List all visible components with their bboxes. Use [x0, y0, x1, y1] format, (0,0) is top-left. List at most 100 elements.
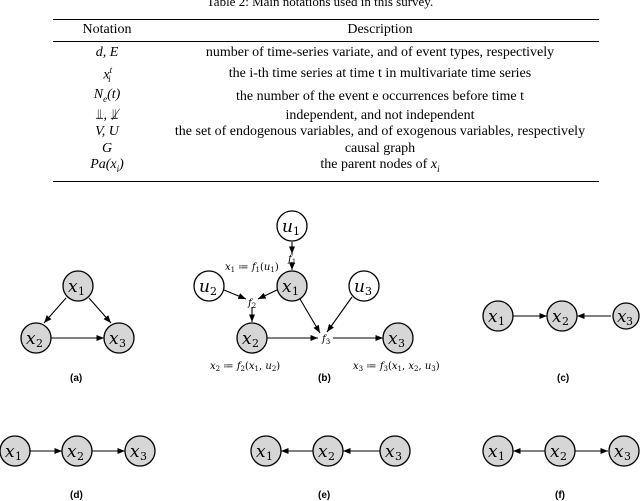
svg-text:x: x	[130, 442, 140, 462]
svg-text:x: x	[614, 442, 624, 462]
sublabel-a: (a)	[70, 373, 82, 384]
svg-text:x: x	[256, 442, 266, 462]
svg-text:1: 1	[292, 285, 299, 298]
svg-text:3: 3	[119, 337, 126, 350]
svg-text:u: u	[354, 277, 365, 297]
svg-text:x: x	[552, 307, 562, 327]
table-caption: Table 2: Main notations used in this sur…	[206, 0, 434, 9]
svg-text:x: x	[109, 329, 119, 349]
table-row: Ne(t) the number of the event e occurren…	[53, 87, 599, 107]
svg-text:x: x	[26, 329, 36, 349]
table-row: xti the i-th time series at time t in mu…	[53, 62, 599, 88]
svg-text:2: 2	[560, 450, 567, 463]
svg-text:3: 3	[395, 450, 402, 463]
svg-text:x: x	[617, 307, 627, 327]
equation-x1: x1 ≔ f1(u1)	[225, 262, 279, 274]
sublabel-f: (f)	[555, 490, 565, 501]
svg-text:x: x	[67, 442, 77, 462]
description-cell: the parent nodes of xi	[320, 157, 440, 175]
table-row: G causal graph	[53, 141, 599, 158]
svg-text:2: 2	[252, 337, 259, 350]
f1-label: f1	[287, 254, 296, 266]
header-description: Description	[347, 22, 413, 37]
svg-text:x: x	[5, 442, 15, 462]
svg-text:1: 1	[15, 450, 22, 463]
f2-label: f2	[247, 298, 256, 310]
sublabel-d: (d)	[70, 490, 83, 501]
table-row: ⫫, ⫫̸ independent, and not independent	[53, 108, 599, 125]
header-notation: Notation	[82, 22, 132, 37]
svg-text:3: 3	[624, 450, 631, 463]
svg-text:3: 3	[140, 450, 147, 463]
description-cell: the i-th time series at time t in multiv…	[228, 66, 532, 82]
svg-text:3: 3	[626, 315, 633, 328]
description-cell: causal graph	[344, 140, 416, 156]
svg-text:x: x	[550, 442, 560, 462]
notation-cell: Ne(t)	[93, 87, 121, 105]
svg-text:x: x	[488, 442, 498, 462]
edge-x1-x2	[43, 297, 67, 324]
description-cell: independent, and not independent	[285, 107, 475, 123]
sublabel-e: (e)	[318, 490, 330, 501]
svg-text:2: 2	[36, 337, 43, 350]
svg-text:3: 3	[365, 285, 372, 298]
svg-text:2: 2	[328, 450, 335, 463]
equation-x3: x3 ≔ f3(x1, x2, u3)	[353, 361, 440, 373]
notation-cell: Pa(xi)	[90, 157, 124, 175]
svg-text:u: u	[282, 217, 293, 237]
notation-cell: ⫫, ⫫̸	[95, 107, 119, 123]
notation-cell: V, U	[95, 124, 119, 140]
svg-text:x: x	[242, 329, 252, 349]
svg-text:1: 1	[266, 450, 273, 463]
svg-text:x: x	[388, 329, 398, 349]
notation-cell: G	[101, 140, 113, 156]
svg-text:x: x	[68, 277, 78, 297]
svg-text:x: x	[318, 442, 328, 462]
edge-x1-x3	[88, 297, 112, 324]
f3-label: f3	[321, 334, 330, 346]
svg-text:x: x	[282, 277, 292, 297]
table-row: Pa(xi) the parent nodes of xi	[53, 157, 599, 182]
description-cell: the number of the event e occurrences be…	[235, 89, 525, 105]
table-row: d, E number of time-series variate, and …	[53, 42, 599, 62]
svg-text:2: 2	[77, 450, 84, 463]
table-header-row: Notation Description	[53, 19, 599, 42]
svg-text:1: 1	[498, 315, 505, 328]
notation-cell: d, E	[95, 45, 119, 60]
equation-x2: x2 ≔ f2(x1, u2)	[210, 361, 280, 373]
table-row: V, U the set of endogenous variables, an…	[53, 124, 599, 141]
svg-text:2: 2	[562, 315, 569, 328]
svg-text:1: 1	[78, 285, 85, 298]
svg-text:2: 2	[210, 285, 217, 298]
description-cell: number of time-series variate, and of ev…	[205, 45, 555, 60]
svg-text:1: 1	[293, 225, 300, 238]
svg-text:3: 3	[398, 337, 405, 350]
notation-cell: xti	[103, 64, 113, 84]
sublabel-b: (b)	[318, 373, 331, 384]
sublabel-c: (c)	[557, 373, 569, 384]
